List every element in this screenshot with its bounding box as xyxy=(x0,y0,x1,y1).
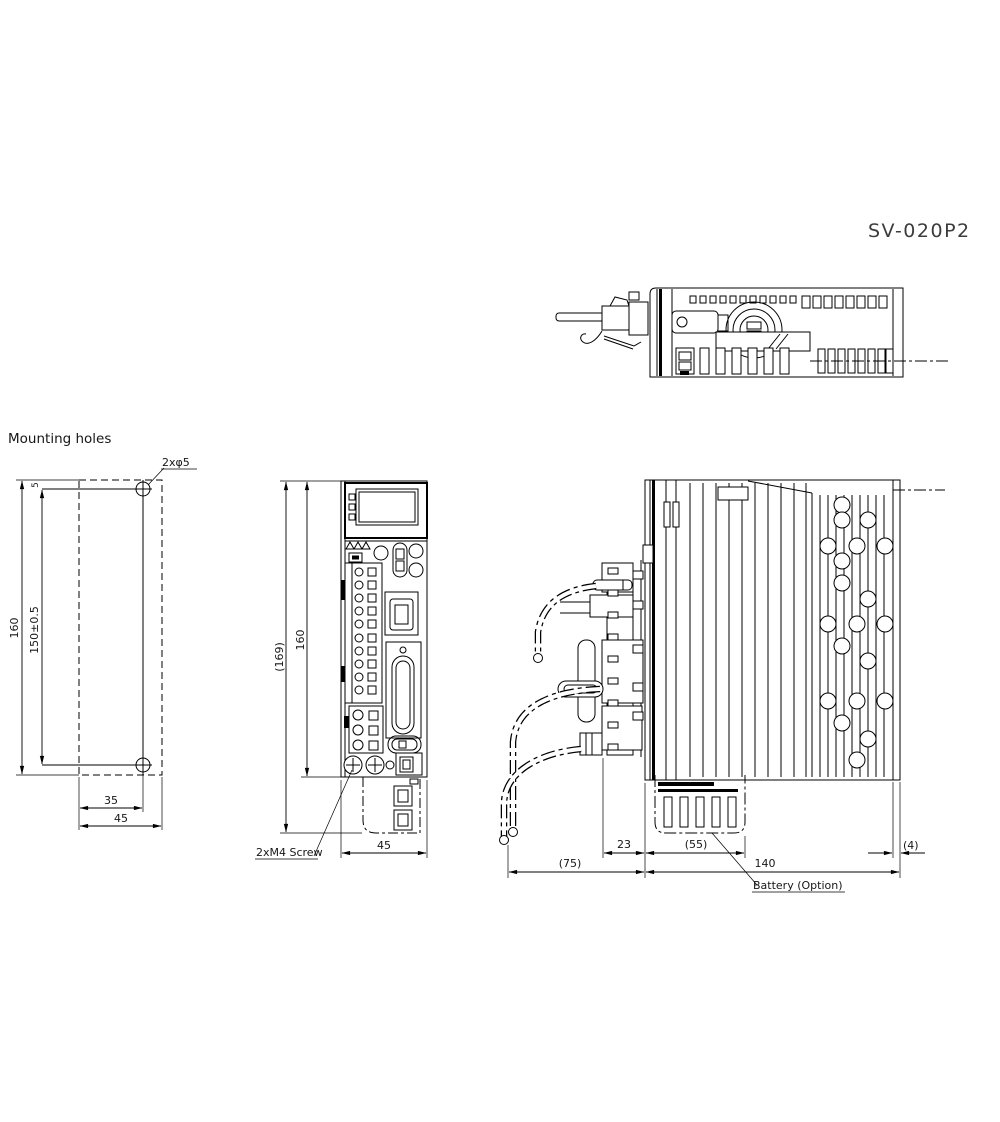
mounting-outline xyxy=(78,479,163,776)
dim-fin-clearance: (4) xyxy=(903,839,919,852)
mating-socket xyxy=(628,301,649,336)
top-vent-slots xyxy=(689,295,888,309)
mode-button[interactable] xyxy=(348,552,363,563)
dim-mounting-width: 45 xyxy=(114,812,128,825)
adjust-knob[interactable] xyxy=(408,562,424,578)
bottom-connector xyxy=(395,752,423,776)
top-view xyxy=(555,287,948,378)
mounting-screws xyxy=(343,755,395,775)
battery-option-front xyxy=(362,777,421,834)
front-corner-connector xyxy=(675,347,695,375)
side-connectors xyxy=(557,544,654,757)
terminal-strip xyxy=(341,562,383,704)
model-number-label: SV-020P2 xyxy=(868,220,971,242)
pin-lever xyxy=(592,579,633,591)
dim-mounting-height: 160 xyxy=(8,618,21,639)
control-strip xyxy=(345,540,424,578)
display-module xyxy=(344,482,428,539)
status-led xyxy=(348,493,356,501)
warning-triangles-icon xyxy=(345,540,371,550)
dim-body-width: 45 xyxy=(377,839,391,852)
fan-cover-bar xyxy=(715,331,811,352)
battery-option-side xyxy=(654,775,746,834)
wire-bail xyxy=(580,330,603,344)
plugged-connector-assembly xyxy=(555,291,649,350)
nameplate xyxy=(717,486,749,501)
hole-size-callout: 2xφ5 xyxy=(162,456,190,469)
side-view: 23 (55) (75) 140 (4) Battery (Option) xyxy=(499,479,945,893)
small-plug xyxy=(579,732,603,756)
cable-plug xyxy=(601,305,631,331)
side-body-outline xyxy=(644,479,901,781)
selector-switch[interactable] xyxy=(392,542,408,578)
dim-hole-pitch: 150±0.5 xyxy=(28,606,41,654)
front-body-outline xyxy=(340,480,428,778)
dim-total-height: (169) xyxy=(273,642,286,672)
usb-connector[interactable] xyxy=(384,591,419,636)
dim-body-depth: 140 xyxy=(755,857,776,870)
top-view-body-outline xyxy=(649,287,904,378)
latch-handle xyxy=(671,310,729,334)
adjust-knob[interactable] xyxy=(408,543,424,559)
terminal-row xyxy=(354,567,377,695)
cables xyxy=(499,582,601,845)
adjust-knob[interactable] xyxy=(373,545,389,561)
dim-connector-depth: 23 xyxy=(617,838,631,851)
display-screen xyxy=(355,488,419,526)
encoder-connector[interactable] xyxy=(387,735,422,754)
power-terminal-block xyxy=(344,705,384,754)
dim-battery-depth: (55) xyxy=(685,838,708,851)
dim-hole-x: 35 xyxy=(104,794,118,807)
status-led xyxy=(348,513,356,521)
mounting-holes-view: Mounting holes 160 150±0.5 5 2xφ5 35 45 xyxy=(8,431,197,830)
mounting-holes-title: Mounting holes xyxy=(8,431,111,447)
top-bottom-slots xyxy=(699,347,790,375)
cable-rod xyxy=(555,312,605,322)
screw-callout: 2xM4 Screw xyxy=(256,846,323,859)
dim-body-height: 160 xyxy=(294,630,307,651)
status-led xyxy=(348,503,356,511)
battery-callout: Battery (Option) xyxy=(753,879,843,892)
body-ribs xyxy=(689,483,807,777)
io-connector[interactable] xyxy=(385,641,422,739)
front-view: (169) 160 xyxy=(255,480,428,860)
dim-top-offset: 5 xyxy=(31,482,41,488)
plug-latch xyxy=(609,296,630,307)
dim-front-clearance: (75) xyxy=(559,857,582,870)
heatsink xyxy=(811,493,894,777)
